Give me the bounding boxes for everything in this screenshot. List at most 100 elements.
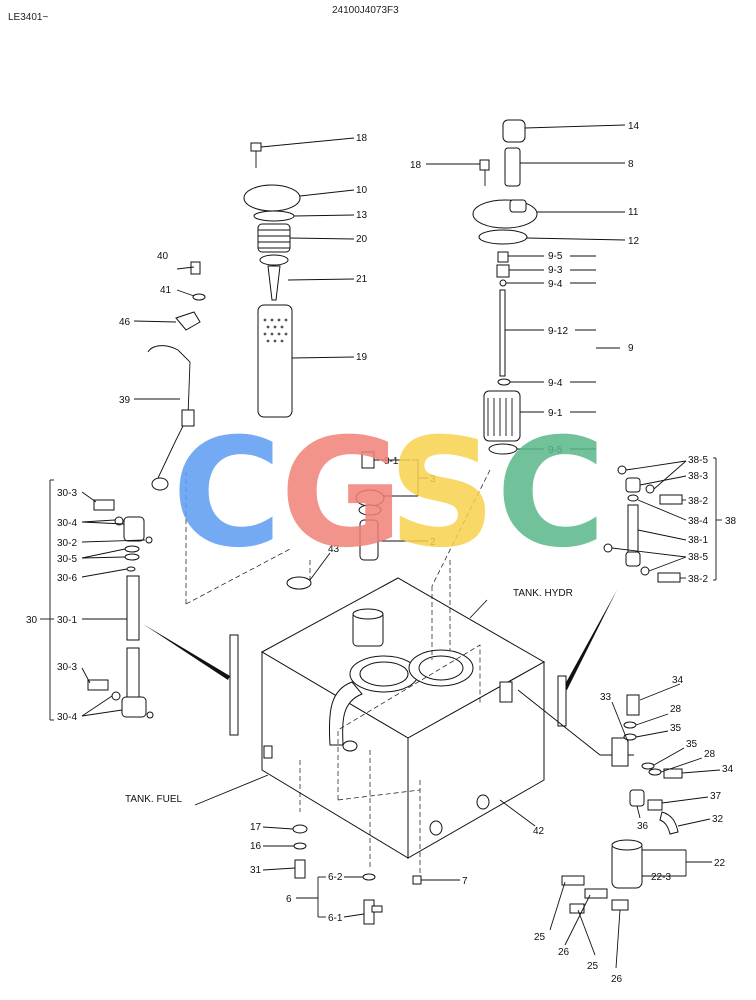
leader-wedge-right xyxy=(563,590,617,690)
bolt-18-right xyxy=(479,159,490,171)
label-6: 6 xyxy=(286,894,292,905)
ring-43-top xyxy=(286,576,312,590)
label-13: 13 xyxy=(356,210,368,221)
plug-7 xyxy=(412,875,422,885)
strainer-9-1 xyxy=(483,390,521,442)
label-9-12: 9-12 xyxy=(548,326,568,337)
label-6-2: 6-2 xyxy=(328,872,343,883)
label-42: 42 xyxy=(533,826,545,837)
bolt-34-right xyxy=(663,768,683,779)
watermark-letter-c1: C xyxy=(172,407,282,581)
label-38-2-top: 38-2 xyxy=(688,496,708,507)
label-30-4-top: 30-4 xyxy=(57,518,77,529)
label-3: 3 xyxy=(430,474,436,485)
rod-9-12 xyxy=(499,289,506,377)
washer-17 xyxy=(292,824,308,834)
fuel-gauge-sender xyxy=(147,261,206,491)
fitting-25-left xyxy=(561,875,585,886)
label-9-3: 9-3 xyxy=(548,265,563,276)
bolt-34-top xyxy=(626,694,640,716)
label-8: 8 xyxy=(628,159,634,170)
doc-code-left: LE3401~ xyxy=(8,12,48,23)
label-30-3-bottom: 30-3 xyxy=(57,662,77,673)
clamp-46 xyxy=(175,311,201,331)
hydraulic-gauge-rod xyxy=(557,675,567,727)
cap-14 xyxy=(502,119,526,143)
hydraulic-level-gauge xyxy=(603,465,683,583)
label-30-1: 30-1 xyxy=(57,615,77,626)
label-12: 12 xyxy=(628,236,640,247)
label-30-6: 30-6 xyxy=(57,573,77,584)
part-9-3 xyxy=(496,264,510,278)
label-26-left: 26 xyxy=(558,947,570,958)
bolt-38-2-bottom xyxy=(657,572,681,583)
label-39: 39 xyxy=(119,395,131,406)
return-filter-assembly xyxy=(243,142,301,418)
label-18: 18 xyxy=(356,133,368,144)
bolt-18-left xyxy=(250,142,262,152)
label-41: 41 xyxy=(160,285,172,296)
label-9-4-top: 9-4 xyxy=(548,279,563,290)
part-9-5 xyxy=(497,251,509,263)
label-38-3: 38-3 xyxy=(688,471,708,482)
watermark-letter-c2: C xyxy=(496,407,606,581)
water-separator-fittings xyxy=(561,694,683,914)
filter-element-19 xyxy=(257,304,293,418)
tube-30-1-bottom xyxy=(126,647,140,699)
label-30-5: 30-5 xyxy=(57,554,77,565)
label-11: 11 xyxy=(628,207,639,218)
oring-12 xyxy=(478,229,528,245)
watermark-letter-g: G xyxy=(280,407,403,581)
label-37: 37 xyxy=(710,791,722,802)
leader-wedge-left xyxy=(143,624,230,680)
tank-side-face xyxy=(407,661,545,859)
label-38-5-bottom: 38-5 xyxy=(688,552,708,563)
label-9-1: 9-1 xyxy=(548,408,563,419)
label-43: 43 xyxy=(328,544,340,555)
label-9: 9 xyxy=(628,343,634,354)
fitting-26-mid xyxy=(584,888,608,899)
label-26-right: 26 xyxy=(611,974,623,985)
doc-code-center: 24100J4073F3 xyxy=(332,5,399,16)
part-9-4 xyxy=(499,279,507,287)
label-17: 17 xyxy=(250,822,262,833)
breather-suction-assembly xyxy=(472,119,538,455)
label-30: 30 xyxy=(26,615,38,626)
plug-31 xyxy=(294,859,306,879)
strainer-8 xyxy=(504,147,521,187)
label-30-3-top: 30-3 xyxy=(57,488,77,499)
bolt-30-3-bottom xyxy=(87,679,109,691)
gasket-13 xyxy=(253,210,295,222)
label-9-5-top: 9-5 xyxy=(548,251,563,262)
block-30-4-bottom xyxy=(121,696,147,718)
label-35-right: 35 xyxy=(686,739,698,750)
label-38-5-top: 38-5 xyxy=(688,455,708,466)
label-30-2: 30-2 xyxy=(57,538,77,549)
fitting-36 xyxy=(629,789,645,807)
label-38: 38 xyxy=(725,516,737,527)
label-7: 7 xyxy=(462,876,468,887)
valve-seat-21 xyxy=(259,254,289,266)
label-9-5-bottom: 9-5 xyxy=(548,445,563,456)
label-25-left: 25 xyxy=(534,932,546,943)
label-2: 2 xyxy=(430,537,436,548)
block-30-4-top xyxy=(123,516,145,542)
watermark-letter-s: S xyxy=(388,407,496,581)
strainer-2 xyxy=(359,519,379,561)
label-32: 32 xyxy=(712,814,724,825)
washer-6-2 xyxy=(362,873,376,881)
label-38-2-bottom: 38-2 xyxy=(688,574,708,585)
label-46: 46 xyxy=(119,317,131,328)
label-33: 33 xyxy=(600,692,612,703)
elbow-32 xyxy=(659,811,679,835)
label-10: 10 xyxy=(356,185,368,196)
label-38-1: 38-1 xyxy=(688,535,708,546)
label-35-top: 35 xyxy=(670,723,682,734)
tube-30-1-top xyxy=(126,575,140,641)
label-22-3: 22-3 xyxy=(651,872,671,883)
label-30-4-bottom: 30-4 xyxy=(57,712,77,723)
label-31: 31 xyxy=(250,865,262,876)
label-25-right: 25 xyxy=(587,961,599,972)
bolt-30-3-top xyxy=(93,499,115,511)
